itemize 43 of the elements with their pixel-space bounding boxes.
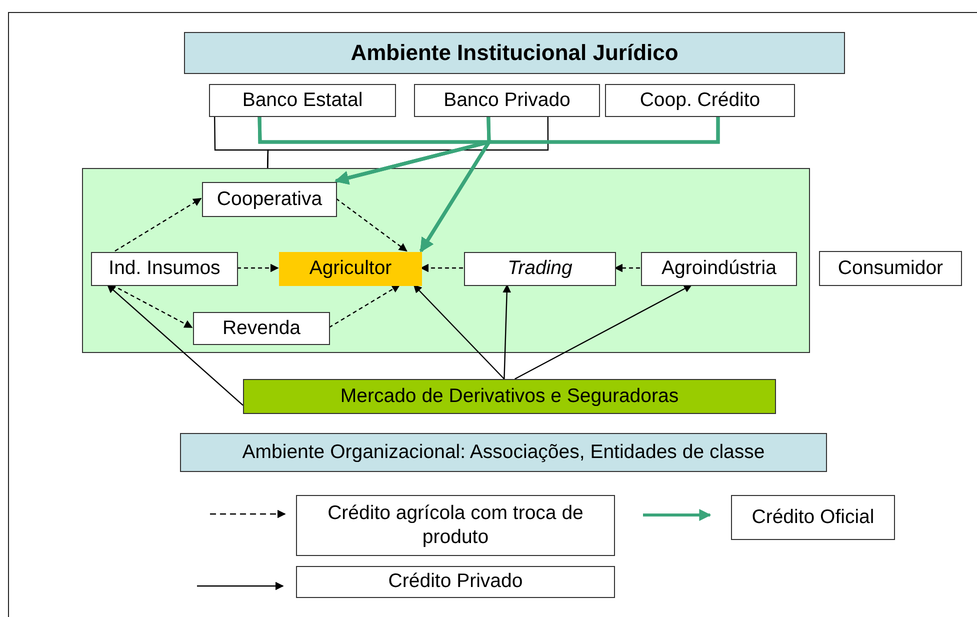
entity-box	[819, 251, 962, 286]
node-label: Mercado de Derivativos e Seguradoras	[340, 384, 679, 408]
arrow	[502, 284, 512, 380]
organization-banner	[180, 433, 827, 472]
node-label: Revenda	[222, 316, 301, 340]
entity-box	[641, 252, 797, 286]
arrow	[420, 264, 463, 272]
market-box	[243, 379, 776, 414]
node-label: Ambiente Organizacional: Associações, Entidades de classe	[242, 440, 765, 464]
institution-banner	[184, 32, 845, 74]
node-label: Agroindústria	[662, 257, 776, 281]
legend-label: Crédito Oficial	[731, 495, 895, 540]
entity-box	[605, 84, 795, 117]
arrow	[420, 117, 720, 252]
legend-label: Crédito Privado	[296, 566, 615, 598]
arrow	[114, 198, 202, 252]
node-label: Coop. Crédito	[640, 88, 760, 112]
node-label: Ind. Insumos	[108, 257, 220, 281]
arrow	[614, 264, 640, 272]
arrow	[237, 264, 279, 272]
arrow	[413, 284, 505, 380]
arrow	[328, 284, 400, 328]
arrow	[106, 284, 244, 406]
farmer-box	[279, 252, 422, 286]
entity-box	[209, 84, 396, 117]
node-label: Banco Estatal	[242, 88, 363, 112]
market-area	[82, 168, 810, 353]
arrow	[514, 284, 692, 380]
entity-box	[193, 312, 330, 345]
arrow	[112, 284, 193, 328]
connector-line	[267, 117, 549, 168]
arrow	[336, 198, 408, 252]
entity-box	[464, 252, 616, 286]
node-label: Agricultor	[309, 257, 392, 281]
entity-box	[414, 84, 600, 117]
node-label: Banco Privado	[444, 88, 570, 112]
node-label: Ambiente Institucional Jurídico	[350, 40, 678, 66]
node-label: Consumidor	[838, 256, 944, 280]
entity-box	[202, 182, 337, 217]
entity-box	[91, 252, 238, 286]
legend-label: Crédito agrícola com troca de produto	[296, 495, 615, 556]
node-label: Cooperativa	[216, 188, 322, 212]
node-label: Trading	[508, 257, 572, 281]
